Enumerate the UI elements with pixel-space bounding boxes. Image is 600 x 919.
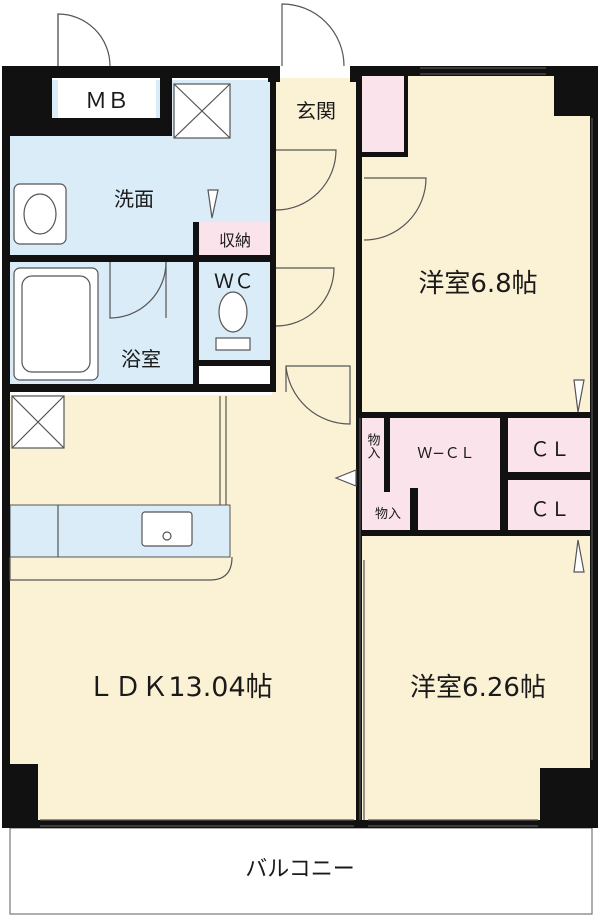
balcony-label: バルコニー [245, 857, 355, 882]
bathroom-label: 浴室 [121, 347, 161, 371]
closet-1-label: ＣＬ [530, 437, 570, 461]
western-room-1-label: 洋室6.8帖 [418, 269, 537, 299]
storage-small-2-label: 物入 [375, 507, 401, 522]
western-room-2-label: 洋室6.26帖 [410, 673, 546, 703]
floor-fills [8, 75, 593, 915]
ldk-label: ＬＤＫ13.04帖 [87, 672, 272, 703]
closet-1-floor [508, 418, 590, 472]
mb-box [58, 78, 156, 120]
doors-and-windows [40, 3, 593, 827]
walk-in-closet-label: Ｗ−ＣＬ [417, 444, 475, 462]
walls [2, 66, 598, 828]
storage-label: 収納 [219, 231, 251, 250]
storage-small-1-label: 物入 [365, 433, 381, 459]
kitchen-counter [9, 504, 231, 558]
hallway-floor [272, 78, 358, 398]
entrance-label: 玄関 [296, 99, 336, 123]
wash-basin [13, 183, 67, 245]
toilet-tank [215, 337, 251, 351]
storage-closet [200, 222, 270, 256]
walk-in-closet-floor [360, 418, 500, 534]
kitchen-sink [141, 511, 193, 547]
entrance-storage [360, 75, 404, 155]
room-labels: ＭＢ 玄関 洗面 収納 ＷＣ 浴室 洋室6.8帖 Ｗ−ＣＬ ＣＬ ＣＬ 物入 物… [85, 89, 570, 882]
toilet-bowl [218, 291, 248, 333]
closet-2-floor [508, 480, 590, 534]
washroom-label: 洗面 [114, 187, 154, 211]
wc-label: ＷＣ [214, 269, 254, 293]
fixtures [9, 83, 365, 820]
closet-2-label: ＣＬ [530, 497, 570, 521]
mb-label: ＭＢ [85, 89, 129, 114]
balcony-floor [9, 827, 593, 915]
ldk-floor [8, 395, 358, 820]
bathtub [13, 267, 99, 381]
